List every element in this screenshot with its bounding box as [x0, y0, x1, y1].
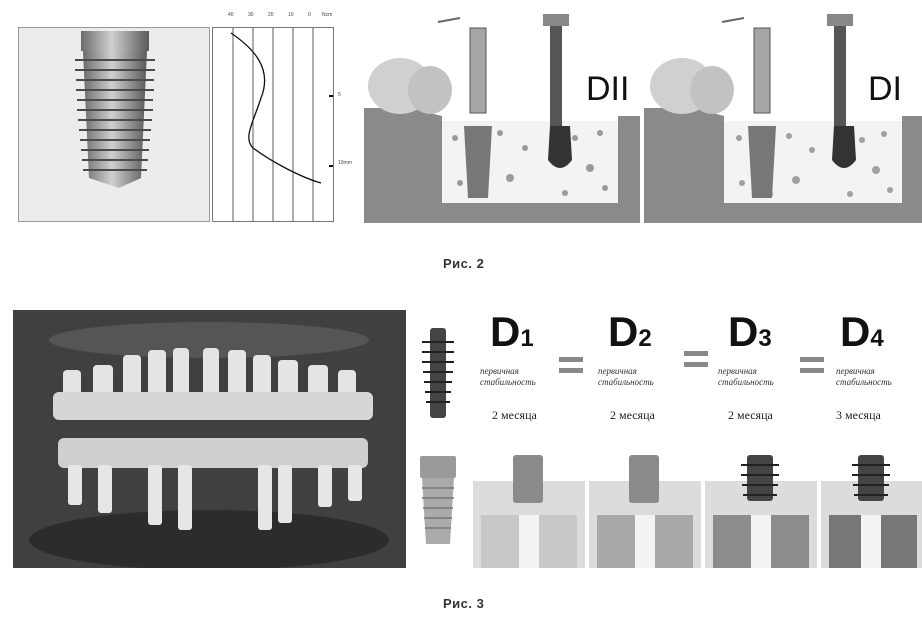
class-d4-note: первичная стабильность: [836, 366, 892, 388]
graph-tick-20: 20: [268, 12, 274, 18]
panel-dii: [360, 8, 640, 223]
implant-dark-icon: [420, 328, 456, 426]
panoramic-xray: [13, 310, 406, 568]
xray-illustration: [13, 310, 406, 568]
graph-mark-10mm: 10mm: [338, 160, 352, 166]
class-d1-note: первичная стабильность: [480, 366, 536, 388]
class-d1-note-line1: первичная: [480, 366, 536, 377]
panel-dii-label: DII: [586, 70, 629, 109]
class-d2-number: 2: [638, 325, 651, 352]
class-d1-months: 2 месяца: [492, 408, 537, 423]
class-d1-title: D1: [490, 308, 534, 356]
graph-tick-10: 10: [288, 12, 294, 18]
equals-sign-3-top: [800, 357, 824, 362]
panel-di-label: DI: [868, 70, 902, 109]
bone-panel-d3: [705, 453, 817, 568]
class-d2-note-line2: стабильность: [598, 377, 654, 388]
figure-3-caption: Рис. 3: [443, 596, 484, 611]
equals-sign-1-bottom: [559, 368, 583, 373]
class-d2-note: первичная стабильность: [598, 366, 654, 388]
bone-panel-d4: [821, 453, 922, 568]
class-d3-number: 3: [758, 325, 771, 352]
implant-cylinder-thumbnail: [414, 452, 462, 552]
panel-di-illustration: [644, 8, 922, 223]
implant-thread-thumbnail: [420, 328, 456, 426]
class-d2-letter: D: [608, 308, 638, 355]
figure-2-caption: Рис. 2: [443, 256, 484, 271]
panel-dii-illustration: [360, 8, 640, 223]
class-d3-note-line1: первичная: [718, 366, 774, 377]
bone-d3-illustration: [705, 453, 817, 568]
class-d3-letter: D: [728, 308, 758, 355]
class-d2-months: 2 месяца: [610, 408, 655, 423]
panel-di: [644, 8, 922, 223]
bone-d4-illustration: [821, 453, 922, 568]
class-d4-title: D4: [840, 308, 884, 356]
class-d4-note-line2: стабильность: [836, 377, 892, 388]
class-d3-note-line2: стабильность: [718, 377, 774, 388]
equals-sign-1-top: [559, 357, 583, 362]
torque-graph-svg: [213, 28, 333, 221]
implant-image-panel: [18, 27, 210, 222]
class-d1-number: 1: [520, 325, 533, 352]
implant-illustration: [19, 28, 209, 221]
class-d4-number: 4: [870, 325, 883, 352]
equals-sign-2-bottom: [684, 362, 708, 367]
graph-tick-40: 40: [228, 12, 234, 18]
class-d4-note-line1: первичная: [836, 366, 892, 377]
bone-panel-d1: [473, 453, 585, 568]
class-d1-letter: D: [490, 308, 520, 355]
graph-tick-0: 0: [308, 12, 311, 18]
bone-d1-illustration: [473, 453, 585, 568]
equals-sign-3-bottom: [800, 368, 824, 373]
class-d2-note-line1: первичная: [598, 366, 654, 377]
class-d3-months: 2 месяца: [728, 408, 773, 423]
implant-light-icon: [414, 452, 462, 552]
bone-panel-d2: [589, 453, 701, 568]
graph-mark-5: 5: [338, 92, 341, 98]
class-d1-note-line2: стабильность: [480, 377, 536, 388]
bone-d2-illustration: [589, 453, 701, 568]
class-d2-title: D2: [608, 308, 652, 356]
class-d3-note: первичная стабильность: [718, 366, 774, 388]
class-d3-title: D3: [728, 308, 772, 356]
class-d4-letter: D: [840, 308, 870, 355]
graph-tick-30: 30: [248, 12, 254, 18]
equals-sign-2-top: [684, 351, 708, 356]
class-d4-months: 3 месяца: [836, 408, 881, 423]
graph-tick-unit: Ncm: [322, 12, 332, 18]
torque-graph: [212, 27, 334, 222]
